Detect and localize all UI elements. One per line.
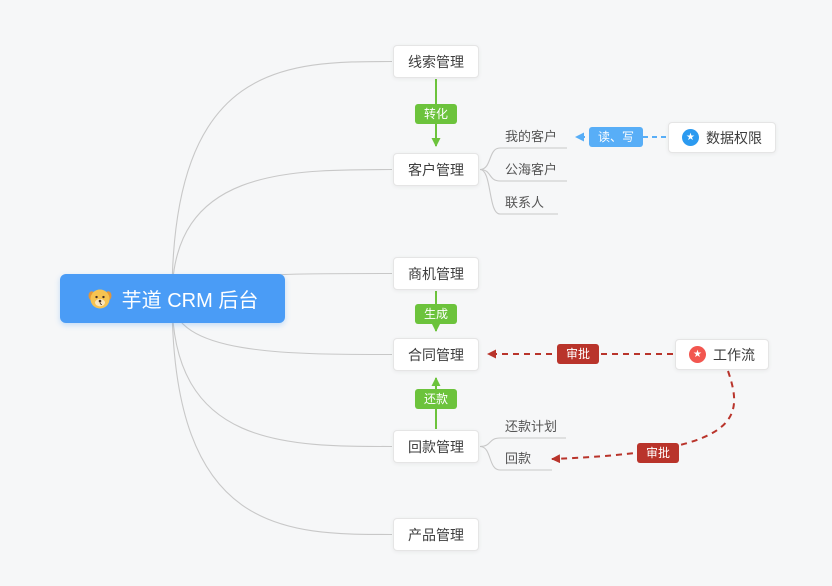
child-repayment-plan: 还款计划 bbox=[505, 419, 558, 434]
edge-label-read-write: 读、写 bbox=[588, 127, 644, 147]
edge-label-convert: 转化 bbox=[414, 104, 458, 124]
node-customer: 客户管理 bbox=[393, 153, 479, 186]
child-my-customers: 我的客户 bbox=[505, 129, 558, 144]
edge-label-generate: 生成 bbox=[414, 304, 458, 324]
child-contacts: 联系人 bbox=[505, 195, 545, 210]
link-root-to-product bbox=[171, 297, 393, 536]
node-receivable-label: 回款管理 bbox=[408, 438, 464, 455]
node-data-permission: ★ 数据权限 bbox=[668, 122, 776, 153]
node-opportunity-label: 商机管理 bbox=[408, 265, 464, 282]
link-root-to-leads bbox=[171, 60, 393, 299]
child-pool-customers: 公海客户 bbox=[505, 162, 558, 177]
edge-label-approve-contract: 审批 bbox=[556, 344, 600, 364]
node-workflow-label: 工作流 bbox=[713, 346, 755, 363]
node-leads: 线索管理 bbox=[393, 45, 479, 78]
dog-logo-icon bbox=[87, 286, 113, 312]
node-product-label: 产品管理 bbox=[408, 526, 464, 543]
node-product: 产品管理 bbox=[393, 518, 479, 551]
node-contract-label: 合同管理 bbox=[408, 346, 464, 363]
link-customer-to-contacts bbox=[479, 168, 558, 215]
link-receivable-to-plan bbox=[479, 437, 566, 448]
data-permission-star-icon: ★ bbox=[682, 129, 699, 146]
child-payment: 回款 bbox=[505, 451, 532, 466]
root-label: 芋道 CRM 后台 bbox=[121, 290, 259, 312]
link-customer-to-pool bbox=[479, 168, 567, 182]
node-opportunity: 商机管理 bbox=[393, 257, 479, 290]
link-customer-to-mine bbox=[479, 147, 567, 171]
customer-children-links bbox=[479, 147, 567, 215]
node-data-permission-label: 数据权限 bbox=[706, 129, 762, 146]
node-workflow: ★ 工作流 bbox=[675, 339, 769, 370]
node-contract: 合同管理 bbox=[393, 338, 479, 371]
workflow-star-icon: ★ bbox=[689, 346, 706, 363]
node-receivable: 回款管理 bbox=[393, 430, 479, 463]
edge-label-approve-receivable: 审批 bbox=[636, 443, 680, 463]
link-receivable-to-payment bbox=[479, 445, 552, 471]
node-leads-label: 线索管理 bbox=[408, 53, 464, 70]
receivable-children-links bbox=[479, 437, 566, 471]
node-customer-label: 客户管理 bbox=[408, 161, 464, 178]
edge-label-repay: 还款 bbox=[414, 389, 458, 409]
link-root-to-receivable bbox=[171, 297, 393, 448]
link-root-to-customer bbox=[171, 168, 393, 299]
root-node-crm: 芋道 CRM 后台 bbox=[60, 274, 285, 323]
